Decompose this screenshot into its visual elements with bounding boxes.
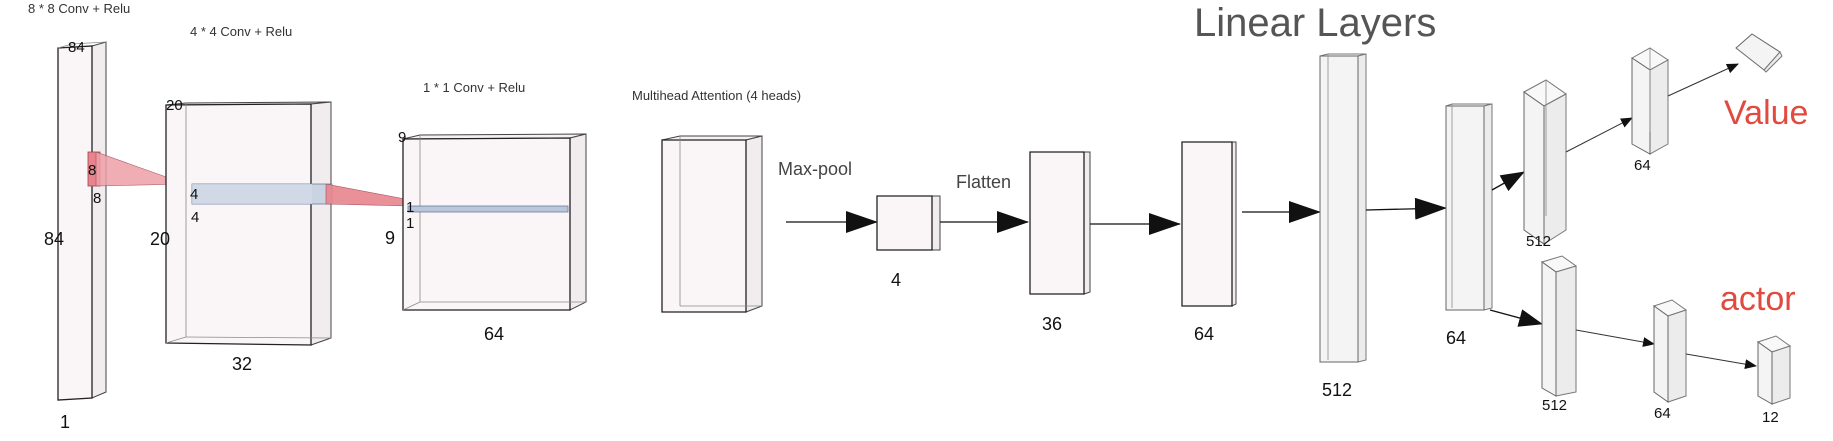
flatten-output-block [1029,151,1091,295]
actor-layer-12 [1756,335,1792,405]
input-layer [57,41,107,401]
maxpool-output-label: 4 [891,270,901,290]
conv3-slice [407,205,569,213]
actor-layer1-label: 512 [1542,397,1567,414]
kernel1-b-label: 8 [93,190,101,207]
attention-block [661,135,763,313]
conv1-kernel [87,151,187,187]
actor-head-label: actor [1720,280,1796,318]
conv3-block [402,133,587,311]
value-l1-to-l2-arrow [1565,117,1633,153]
actor-l1-to-l2-arrow [1575,329,1655,347]
conv2-slice [191,183,333,205]
attention-caption: Multihead Attention (4 heads) [632,88,801,103]
kernel1-a-label: 8 [88,162,96,179]
linear-layers-title: Linear Layers [1194,1,1436,45]
fc1-block [1181,141,1237,307]
fc2-to-fc3-arrow [1365,197,1447,220]
conv1-caption: 8 * 8 Conv + Relu [28,1,130,16]
value-head-label: Value [1724,94,1808,132]
actor-layer-64 [1652,299,1688,403]
fc3-label: 64 [1446,328,1466,348]
conv2-block [165,101,332,346]
flatten-label: Flatten [956,172,1011,192]
actor-l2-to-out-arrow [1685,353,1757,370]
fc3-block [1445,103,1493,311]
conv3-top-label: 9 [398,129,406,146]
kernel3-b-label: 1 [406,215,414,232]
value-layer-64 [1631,47,1669,155]
kernel2-a-label: 4 [190,186,198,203]
value-l2-to-out-arrow [1667,63,1739,97]
conv3-side-label: 9 [385,228,395,248]
input-top-label: 84 [68,39,85,56]
conv2-side-label: 20 [150,229,170,249]
conv2-top-label: 20 [166,97,183,114]
conv3-caption: 1 * 1 Conv + Relu [423,80,525,95]
conv2-bottom-label: 32 [232,354,252,374]
flatten-output-label: 36 [1042,314,1062,334]
conv2-kernel [325,183,411,207]
kernel2-b-label: 4 [191,209,199,226]
fc2-label: 512 [1322,380,1352,400]
fc2-block [1319,53,1367,363]
fc3-to-actor-arrow [1489,309,1543,327]
conv3-bottom-label: 64 [484,324,504,344]
value-layer2-label: 64 [1634,157,1651,174]
conv2-caption: 4 * 4 Conv + Relu [190,24,292,39]
actor-layer2-label: 64 [1654,405,1671,422]
input-side-label: 84 [44,229,64,249]
maxpool-label: Max-pool [778,159,852,179]
value-layer-512 [1523,79,1567,245]
kernel3-a-label: 1 [406,199,414,216]
fc1-label: 64 [1194,324,1214,344]
actor-layer3-label: 12 [1762,409,1779,426]
maxpool-output-block [876,195,941,251]
value-layer1-label: 512 [1526,233,1551,250]
input-bottom-label: 1 [60,412,70,432]
fc3-to-value-arrow [1491,171,1525,192]
actor-layer-512 [1540,255,1578,397]
value-output [1735,33,1783,73]
